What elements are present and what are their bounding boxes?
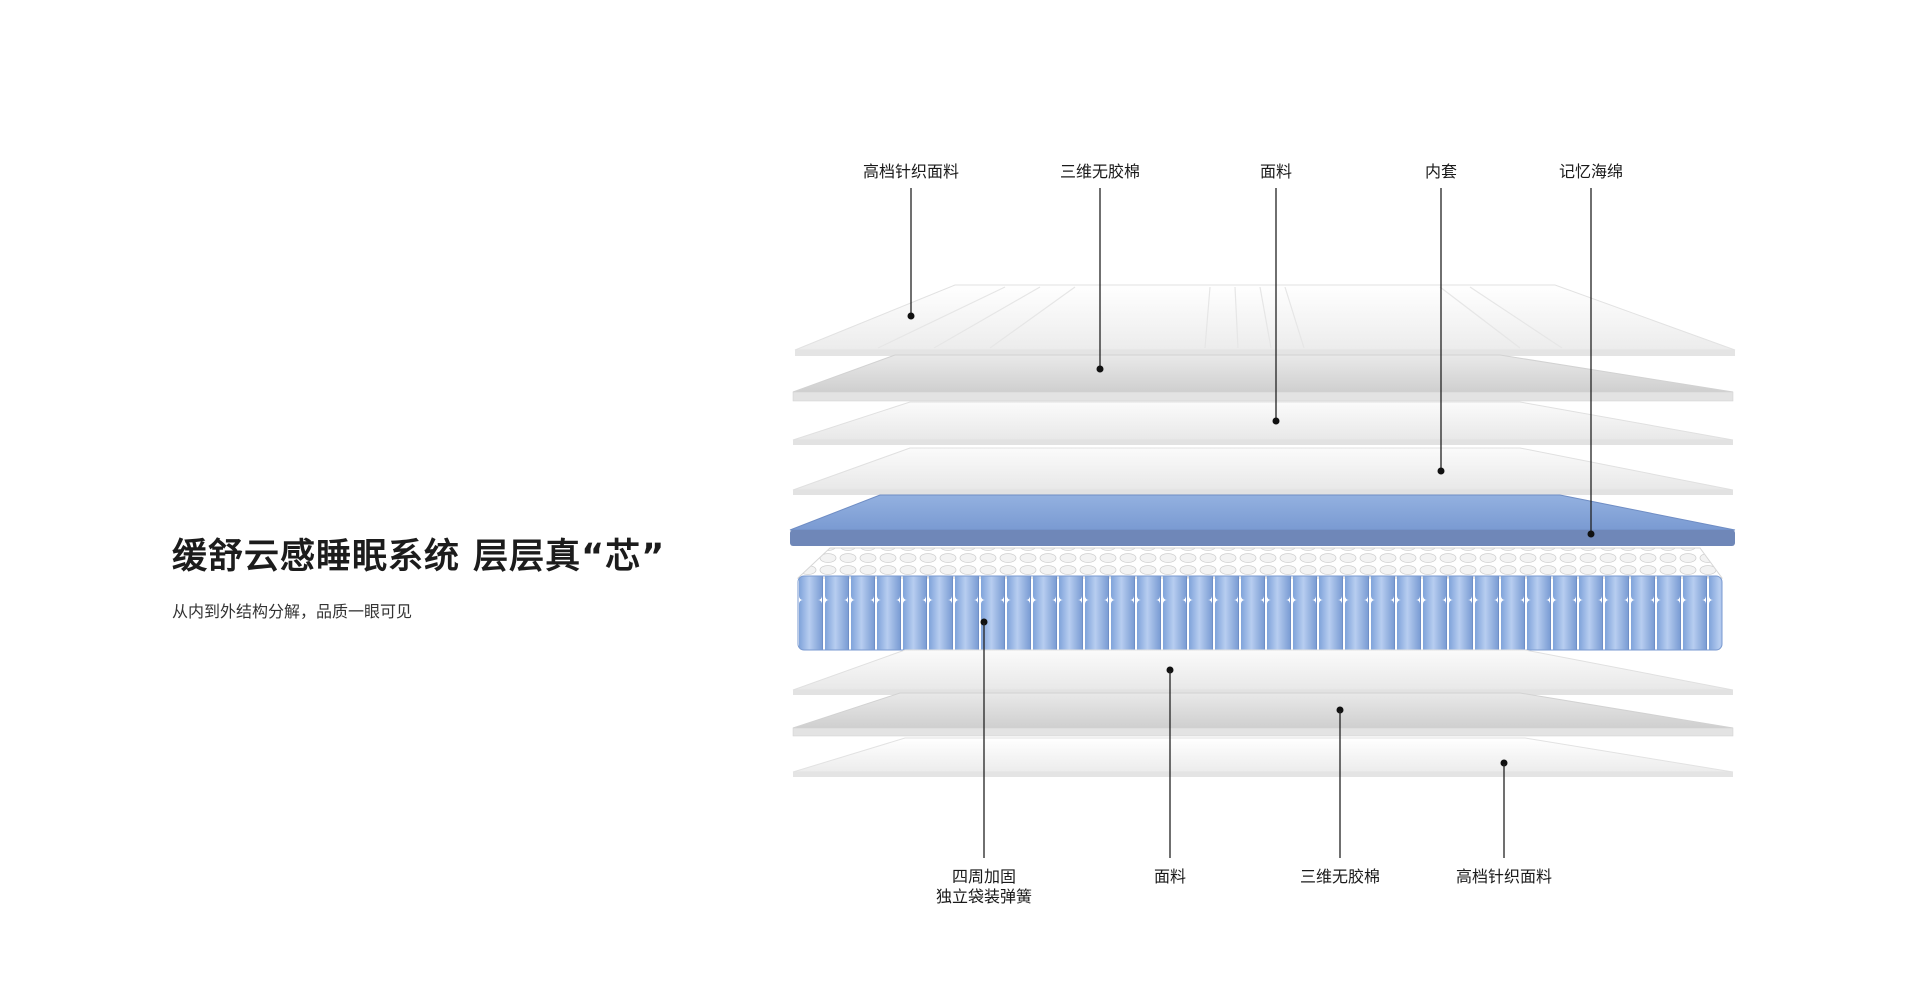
layer-inner-cover bbox=[792, 447, 1734, 495]
layer-bottom-cotton bbox=[792, 692, 1734, 737]
callout-top-fabric: 面料 bbox=[1260, 162, 1292, 425]
layer-pocket-springs bbox=[796, 547, 1723, 651]
callout-top-cotton: 三维无胶棉 bbox=[1060, 162, 1140, 373]
callout-dot bbox=[1272, 417, 1280, 425]
callout-memory-foam: 记忆海绵 bbox=[1559, 162, 1623, 538]
callout-label-top-knit: 高档针织面料 bbox=[863, 162, 959, 181]
callout-dot bbox=[1587, 530, 1595, 538]
callout-pocket-springs: 四周加固 独立袋装弹簧 bbox=[936, 618, 1032, 906]
callout-dot bbox=[1500, 759, 1508, 767]
callout-dot bbox=[907, 312, 915, 320]
callout-inner-cover: 内套 bbox=[1425, 162, 1457, 475]
callout-bottom-cotton: 三维无胶棉 bbox=[1300, 706, 1380, 886]
callout-dot bbox=[1336, 706, 1344, 714]
layer-bottom-knit bbox=[792, 737, 1734, 777]
callout-label-springs-line1: 四周加固 bbox=[952, 867, 1016, 886]
callout-dot bbox=[1096, 365, 1104, 373]
callout-label-springs-line2: 独立袋装弹簧 bbox=[936, 887, 1032, 906]
page-subtitle: 从内到外结构分解，品质一眼可见 bbox=[172, 602, 413, 621]
callout-bottom-fabric: 面料 bbox=[1154, 666, 1186, 886]
callout-dot bbox=[1437, 467, 1445, 475]
callout-label-top-cotton: 三维无胶棉 bbox=[1060, 162, 1140, 181]
callout-label-bottom-cotton: 三维无胶棉 bbox=[1300, 867, 1380, 886]
layer-top-fabric bbox=[792, 401, 1734, 445]
callout-label-bottom-fabric: 面料 bbox=[1154, 867, 1186, 886]
page-title: 缓舒云感睡眠系统 层层真“芯” bbox=[172, 537, 666, 577]
callout-label-bottom-knit: 高档针织面料 bbox=[1456, 867, 1552, 886]
callout-label-memory-foam: 记忆海绵 bbox=[1559, 162, 1623, 181]
layer-top-knit bbox=[794, 284, 1736, 356]
callout-label-top-fabric: 面料 bbox=[1260, 162, 1292, 181]
layer-memory-foam bbox=[789, 494, 1736, 546]
callout-dot bbox=[980, 618, 988, 626]
callout-bottom-knit: 高档针织面料 bbox=[1456, 759, 1552, 886]
callout-dot bbox=[1166, 666, 1174, 674]
layer-top-cotton bbox=[792, 354, 1734, 402]
callout-top-knit: 高档针织面料 bbox=[863, 162, 959, 320]
callout-label-inner-cover: 内套 bbox=[1425, 162, 1457, 181]
layer-bottom-fabric bbox=[792, 649, 1734, 695]
